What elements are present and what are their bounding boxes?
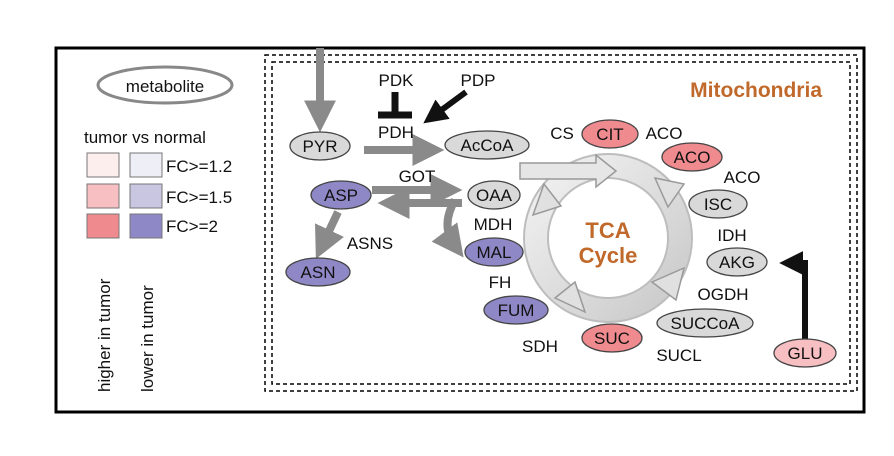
enzyme-pdh: PDH: [378, 123, 414, 142]
metabolite-aco-label: ACO: [674, 148, 711, 167]
legend-swatch-lower-3: [129, 213, 163, 239]
cycle-entry-arrow: [519, 153, 618, 189]
mdh-arrow: [431, 198, 464, 258]
metabolite-accoa: [444, 130, 530, 160]
figure-frame: [54, 46, 866, 414]
metabolite-pyr-label: PYR: [303, 137, 338, 156]
enzyme-aco-before: ACO: [646, 124, 683, 143]
metabolite-asp: [310, 180, 372, 210]
metabolite-akg: [706, 247, 768, 277]
tca-cycle-label-line1: TCA: [585, 218, 630, 243]
legend-swatch-higher-3: [86, 213, 120, 239]
tca-cycle-label-line2: Cycle: [579, 243, 638, 268]
glu-to-akg-arrow: [779, 251, 808, 340]
legend-swatch-higher-1: [86, 152, 120, 178]
enzyme-ogdh: OGDH: [698, 285, 749, 304]
metabolite-accoa-label: AcCoA: [461, 136, 515, 155]
metabolite-asn-label: ASN: [301, 263, 336, 282]
metabolite-asp-label: ASP: [324, 186, 358, 205]
metabolite-asn: [285, 257, 351, 287]
legend-threshold-2: FC>=1.5: [166, 188, 232, 207]
asns-arrow: [315, 210, 344, 260]
metabolite-glu: [773, 338, 837, 368]
metabolite-isc-label: ISC: [704, 195, 732, 214]
pdp-activation-arrow: [423, 89, 468, 124]
legend-swatch-lower-2: [129, 183, 163, 209]
metabolite-cit: [581, 119, 639, 149]
enzyme-asns: ASNS: [347, 234, 393, 253]
metabolite-fum-label: FUM: [498, 301, 535, 320]
metabolite-suc-label: SUC: [594, 329, 630, 348]
metabolite-oaa: [467, 180, 521, 210]
mitochondria-label: Mitochondria: [690, 79, 822, 102]
tca-ring-arrowhead-4: [531, 182, 563, 217]
enzyme-fh: FH: [489, 273, 512, 292]
legend-threshold-3: FC>=2: [166, 217, 218, 236]
enzyme-cs: CS: [550, 124, 574, 143]
metabolite-aco: [661, 142, 723, 172]
enzyme-mdh: MDH: [474, 215, 513, 234]
metabolite-fum: [483, 295, 549, 325]
metabolite-mal: [464, 237, 524, 267]
legend-comparison-title: tumor vs normal: [84, 128, 206, 147]
tca-ring-arrowhead-3: [553, 280, 587, 314]
enzyme-pdk: PDK: [379, 71, 415, 90]
legend-higher-label: higher in tumor: [95, 278, 114, 392]
metabolite-mal-label: MAL: [477, 243, 512, 262]
tca-ring-arrowhead-1: [653, 176, 686, 209]
legend-swatch-lower-1: [129, 152, 163, 178]
enzyme-idh: IDH: [717, 226, 746, 245]
metabolite-oaa-label: OAA: [476, 186, 513, 205]
metabolite-isc: [688, 189, 748, 219]
tca-ring-arrowhead-2: [650, 266, 686, 302]
legend-lower-label: lower in tumor: [138, 285, 157, 392]
enzyme-aco-after: ACO: [724, 168, 761, 187]
metabolite-cit-label: CIT: [596, 125, 623, 144]
legend-metabolite-label: metabolite: [126, 77, 204, 96]
legend-swatch-higher-2: [86, 183, 120, 209]
legend-metabolite-ellipse: [96, 65, 234, 105]
enzyme-sucl: SUCL: [656, 346, 701, 365]
enzyme-pdp: PDP: [461, 71, 496, 90]
enzyme-sdh: SDH: [522, 337, 558, 356]
enzyme-got: GOT: [399, 167, 436, 186]
metabolite-succoa-label: SUCCoA: [671, 314, 741, 333]
mitochondria-inner-membrane: [271, 61, 851, 385]
mitochondria-outer-membrane: [264, 54, 858, 392]
metabolite-pyr: [289, 131, 351, 161]
metabolite-glu-label: GLU: [788, 344, 823, 363]
legend-threshold-1: FC>=1.2: [166, 157, 232, 176]
metabolite-succoa: [656, 308, 754, 338]
metabolite-akg-label: AKG: [719, 253, 755, 272]
metabolite-suc: [581, 323, 643, 353]
